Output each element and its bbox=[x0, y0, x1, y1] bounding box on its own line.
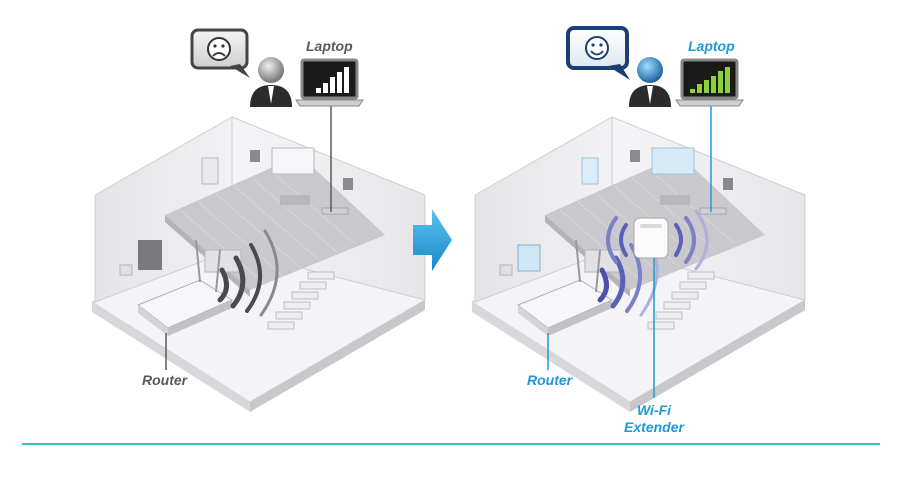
laptop-after bbox=[675, 58, 744, 107]
signal-bar bbox=[316, 88, 321, 93]
signal-bar bbox=[344, 67, 349, 93]
signal-bar bbox=[323, 83, 328, 93]
signal-bar bbox=[697, 84, 702, 93]
person-sad bbox=[190, 28, 292, 107]
router-label-before: Router bbox=[142, 372, 188, 388]
divider-line bbox=[22, 443, 880, 445]
extender-label-line1: Wi-Fi bbox=[636, 402, 672, 418]
router-label-after: Router bbox=[527, 372, 573, 388]
signal-bar bbox=[718, 71, 723, 93]
signal-bar bbox=[330, 77, 335, 93]
signal-bar bbox=[725, 67, 730, 93]
laptop-before bbox=[295, 58, 364, 107]
signal-bars-icon bbox=[690, 67, 730, 93]
signal-bar bbox=[711, 76, 716, 93]
house-before bbox=[90, 104, 427, 412]
signal-bar bbox=[704, 80, 709, 93]
happy-face-icon bbox=[585, 36, 609, 60]
laptop-label-before: Laptop bbox=[306, 38, 353, 54]
signal-bar bbox=[690, 89, 695, 93]
extender-label-line2: Extender bbox=[624, 419, 684, 435]
laptop-label-after: Laptop bbox=[688, 38, 735, 54]
extender-label: Wi-Fi Extender bbox=[618, 402, 690, 436]
right-arrow-icon bbox=[413, 209, 452, 271]
sad-face-icon bbox=[207, 37, 231, 61]
signal-bars-icon bbox=[316, 67, 349, 93]
person-happy bbox=[566, 26, 671, 107]
house-after bbox=[470, 104, 807, 412]
signal-bar bbox=[337, 72, 342, 93]
wifi-extender-device bbox=[633, 217, 669, 259]
